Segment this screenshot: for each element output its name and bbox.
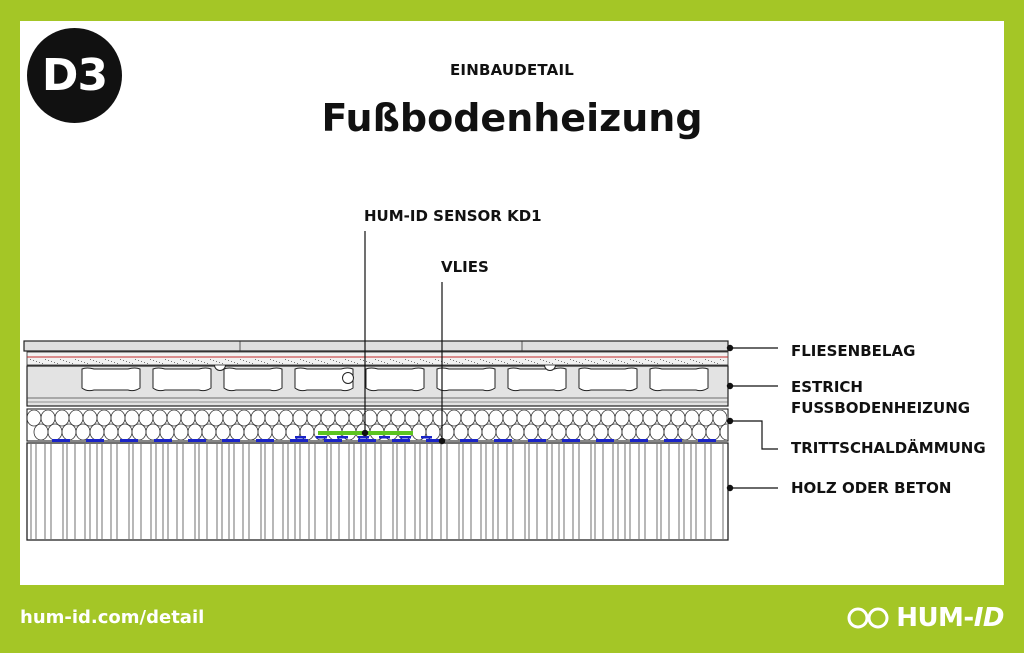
logo-id-text: ID bbox=[973, 603, 1005, 633]
vlies-callout-label: VLIES bbox=[441, 258, 489, 276]
sensor-callout-label: HUM-ID SENSOR KD1 bbox=[364, 207, 542, 225]
base-hatch bbox=[30, 444, 724, 539]
hum-id-logo: HUM-ID bbox=[846, 601, 1005, 635]
page-title: Fußbodenheizung bbox=[321, 96, 703, 140]
layer-label-insulation: TRITTSCHALDÄMMUNG bbox=[791, 438, 986, 459]
layer-label-screed: ESTRICH FUSSBODENHEIZUNG bbox=[791, 377, 970, 419]
logo-wordmark: HUM-ID bbox=[896, 603, 1004, 633]
adhesive-layer bbox=[26, 351, 729, 366]
sensor-leader-dot bbox=[361, 429, 369, 437]
layer-label-insulation-line1: TRITTSCHALDÄMMUNG bbox=[791, 439, 986, 457]
infinity-icon bbox=[847, 607, 889, 629]
tile-layer bbox=[23, 340, 729, 352]
vlies-leader-dot bbox=[438, 437, 446, 445]
vlies-layer bbox=[52, 436, 716, 442]
layer-label-base: HOLZ ODER BETON bbox=[791, 478, 951, 499]
kicker-label: EINBAUDETAIL bbox=[449, 61, 575, 79]
base-layer bbox=[26, 442, 729, 541]
layer-label-tiles: FLIESENBELAG bbox=[791, 341, 915, 362]
detail-badge: D3 bbox=[27, 28, 122, 123]
layer-label-screed-line1: ESTRICH bbox=[791, 378, 863, 396]
logo-main-text: HUM- bbox=[896, 603, 974, 633]
layer-label-tiles-line1: FLIESENBELAG bbox=[791, 342, 916, 360]
insulation-pattern bbox=[27, 410, 727, 440]
layer-label-screed-line2: FUSSBODENHEIZUNG bbox=[791, 399, 971, 417]
badge-text: D3 bbox=[41, 50, 108, 101]
footer-url-link[interactable]: hum-id.com/detail bbox=[20, 607, 205, 628]
layer-label-base-line1: HOLZ ODER BETON bbox=[791, 479, 952, 497]
